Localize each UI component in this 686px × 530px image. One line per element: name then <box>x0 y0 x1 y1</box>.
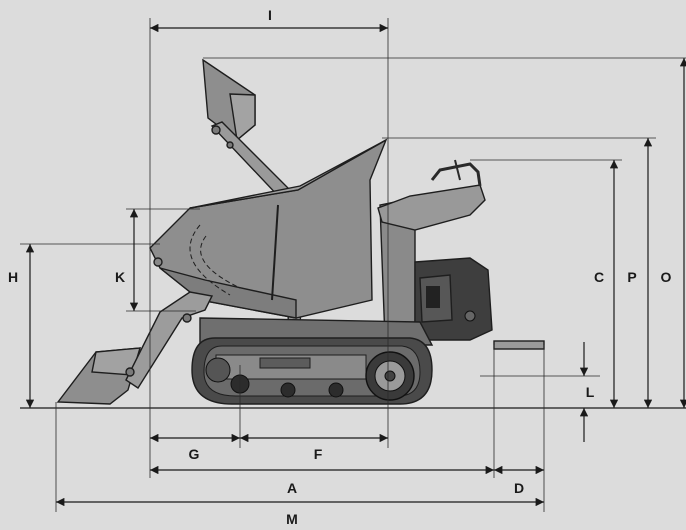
machine-operator-console <box>377 159 493 341</box>
machine-dump-skip <box>149 138 388 319</box>
label-P: P <box>627 269 636 285</box>
label-G: G <box>189 446 200 462</box>
label-L: L <box>586 384 595 400</box>
label-M: M <box>286 511 298 527</box>
label-H: H <box>8 269 18 285</box>
label-D: D <box>514 480 524 496</box>
label-K: K <box>115 269 125 285</box>
label-C: C <box>594 269 604 285</box>
dimension-lines <box>25 23 686 507</box>
label-I: I <box>268 7 272 23</box>
machine-lowered-bucket <box>56 291 214 405</box>
dimension-label-group: I H K C P O L G F A D M <box>8 7 672 527</box>
label-A: A <box>287 480 297 496</box>
machine-chassis-tracks <box>191 317 545 405</box>
label-F: F <box>314 446 323 462</box>
label-O: O <box>661 269 672 285</box>
